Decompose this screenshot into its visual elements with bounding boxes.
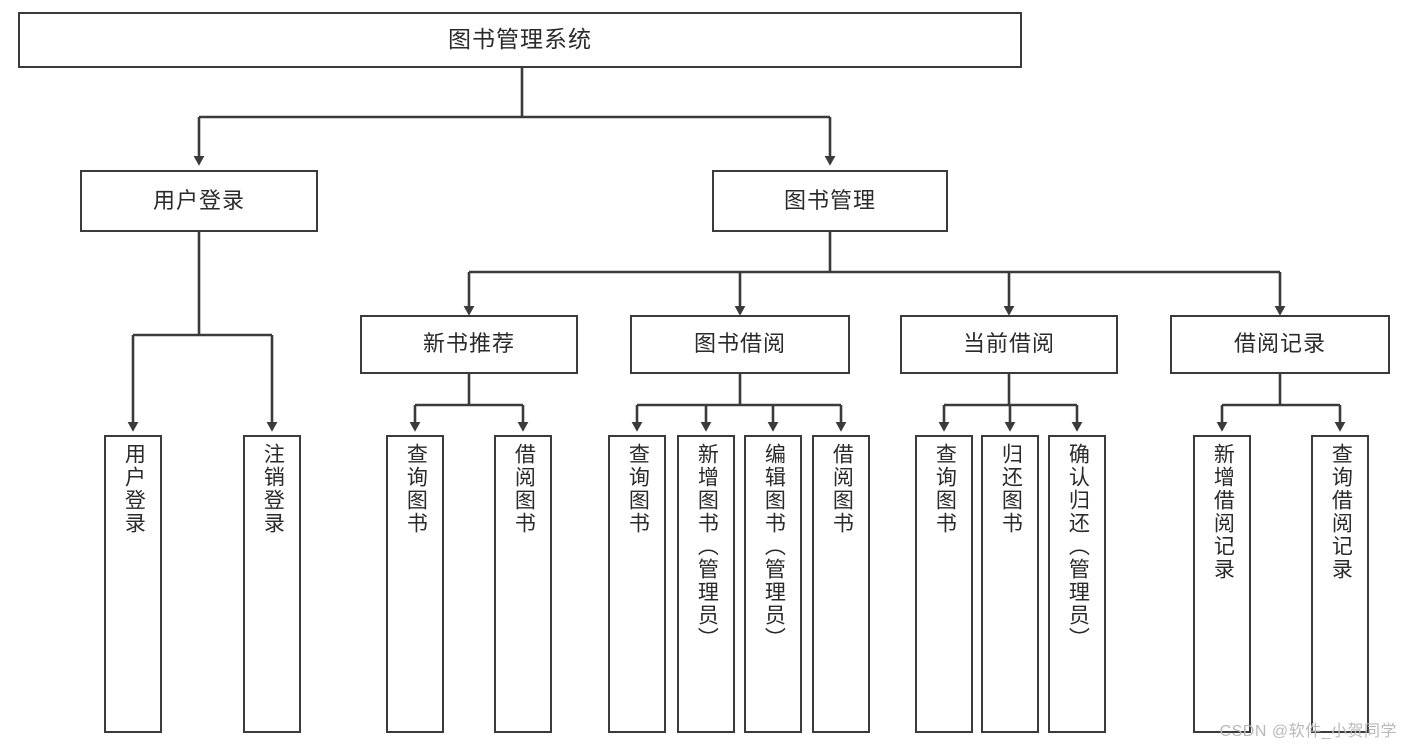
node-user-login[interactable]: 用户登录: [80, 170, 318, 232]
node-label: 当前借阅: [962, 331, 1055, 357]
node-leaf-query-book-current[interactable]: 查询图书: [915, 435, 973, 733]
node-book-management[interactable]: 图书管理: [712, 170, 948, 232]
node-label: 图书管理: [783, 187, 876, 213]
node-label: 图书管理系统: [448, 26, 592, 53]
node-leaf-add-book-admin[interactable]: 新增图书（管理员）: [677, 435, 735, 733]
node-label: 借阅记录: [1233, 331, 1326, 357]
node-leaf-user-login[interactable]: 用户登录: [104, 435, 162, 733]
node-leaf-logout-login[interactable]: 注销登录: [243, 435, 301, 733]
node-leaf-add-borrow-record[interactable]: 新增借阅记录: [1193, 435, 1251, 733]
node-label: 注销登录: [261, 443, 285, 535]
node-label: 新增图书（管理员）: [695, 443, 719, 650]
node-book-borrow[interactable]: 图书借阅: [630, 315, 850, 374]
node-label: 查询图书: [626, 443, 650, 535]
node-new-book-recommend[interactable]: 新书推荐: [360, 315, 578, 374]
node-leaf-confirm-return-admin[interactable]: 确认归还（管理员）: [1048, 435, 1106, 733]
node-root-book-management-system[interactable]: 图书管理系统: [18, 12, 1022, 68]
node-label: 查询图书: [933, 443, 957, 535]
node-label: 新书推荐: [422, 331, 515, 357]
node-label: 新增借阅记录: [1211, 443, 1235, 581]
node-label: 归还图书: [999, 443, 1023, 535]
node-label: 用户登录: [152, 187, 245, 213]
node-borrow-record[interactable]: 借阅记录: [1170, 315, 1390, 374]
node-leaf-query-book-recommend[interactable]: 查询图书: [386, 435, 444, 733]
node-label: 查询借阅记录: [1329, 443, 1353, 581]
node-label: 图书借阅: [693, 331, 786, 357]
node-leaf-query-book-borrow[interactable]: 查询图书: [608, 435, 666, 733]
node-leaf-borrow-book-recommend[interactable]: 借阅图书: [494, 435, 552, 733]
node-leaf-borrow-book[interactable]: 借阅图书: [812, 435, 870, 733]
node-label: 用户登录: [122, 443, 146, 535]
node-current-borrow[interactable]: 当前借阅: [900, 315, 1118, 374]
node-label: 确认归还（管理员）: [1066, 443, 1090, 650]
node-label: 借阅图书: [830, 443, 854, 535]
node-leaf-return-book[interactable]: 归还图书: [981, 435, 1039, 733]
node-label: 编辑图书（管理员）: [762, 443, 786, 650]
node-label: 查询图书: [404, 443, 428, 535]
node-leaf-query-borrow-record[interactable]: 查询借阅记录: [1311, 435, 1369, 733]
node-leaf-edit-book-admin[interactable]: 编辑图书（管理员）: [744, 435, 802, 733]
node-label: 借阅图书: [512, 443, 536, 535]
